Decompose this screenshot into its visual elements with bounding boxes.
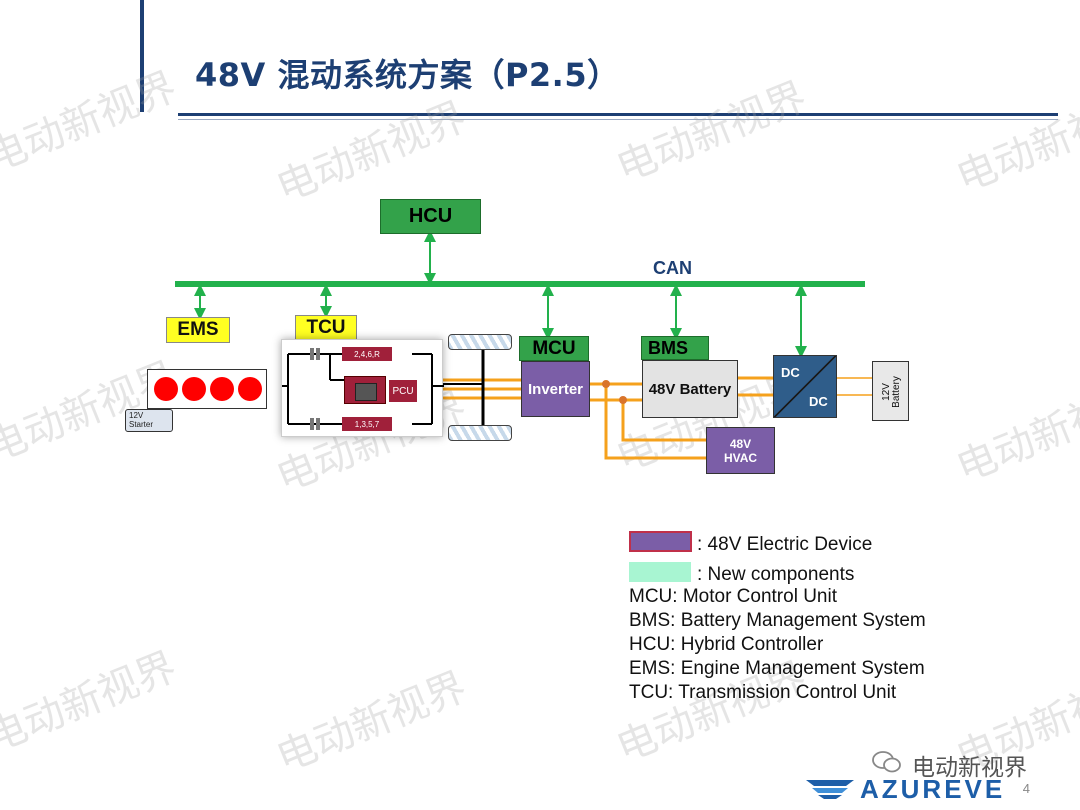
wechat-icon (872, 750, 902, 774)
ems-box: EMS (166, 317, 230, 343)
engine-block (147, 369, 267, 409)
hvac-label-line1: 48V (729, 436, 752, 451)
inverter-box: Inverter (521, 361, 590, 417)
legend-tcu: TCU: Transmission Control Unit (629, 682, 897, 703)
cylinder-icon (154, 377, 178, 401)
gear-set-even: 2,4,6,R (342, 347, 392, 361)
transmission-block: 2,4,6,R 1,3,5,7 PCU (281, 339, 444, 437)
starter-label-line1: 12V (129, 411, 144, 420)
junction-dot (602, 380, 610, 388)
legend-swatch-electric-device (629, 531, 692, 552)
battery-12v-label-line2: Battery (891, 376, 902, 408)
cylinder-icon (210, 377, 234, 401)
dcdc-converter-box: DC DC (773, 355, 837, 418)
inverter-label: Inverter (527, 380, 584, 398)
title-accent-bar (140, 0, 144, 112)
can-label: CAN (653, 258, 692, 278)
title-underline (178, 113, 1058, 116)
brand-name: AZUREVE (860, 774, 1006, 804)
pcu-chip-icon (344, 376, 386, 404)
pcu-label: PCU (389, 380, 417, 402)
bms-label: BMS (648, 337, 688, 358)
transmission-schematic (282, 348, 444, 430)
tcu-box: TCU (295, 315, 357, 340)
battery-12v-box: 12V Battery (872, 361, 909, 421)
battery-48v-label: 48V Battery (648, 380, 732, 398)
legend-ems: EMS: Engine Management System (629, 658, 925, 679)
legend-swatch-new-components (629, 562, 691, 582)
wechat-account-label: 电动新视界 (912, 755, 1027, 781)
legend-new-components: : New components (697, 564, 855, 585)
legend-hcu: HCU: Hybrid Controller (629, 634, 824, 655)
brand-logo-icon (806, 778, 854, 800)
wheel-icon (448, 425, 512, 441)
bms-box: BMS (641, 336, 709, 360)
junction-dot (619, 396, 627, 404)
hvac-label-line2: HVAC (723, 450, 758, 465)
hcu-box: HCU (380, 199, 481, 234)
legend-electric-device: : 48V Electric Device (697, 534, 873, 555)
mcu-label: MCU (532, 337, 576, 359)
battery-12v-label: 12V Battery (881, 364, 902, 420)
tcu-label: TCU (306, 316, 346, 338)
gear-set-odd: 1,3,5,7 (342, 417, 392, 431)
mcu-box: MCU (519, 336, 589, 361)
cylinder-icon (182, 377, 206, 401)
hcu-label: HCU (408, 205, 453, 227)
dcdc-label-top: DC (781, 365, 800, 380)
hvac-box: 48V HVAC (706, 427, 775, 474)
can-bus-line (175, 281, 865, 287)
chip-core-icon (355, 383, 377, 401)
starter-box: 12V Starter (125, 409, 173, 432)
legend-mcu: MCU: Motor Control Unit (629, 586, 837, 607)
battery-48v-box: 48V Battery (642, 360, 738, 418)
starter-label-line2: Starter (129, 420, 154, 429)
wheel-icon (448, 334, 512, 350)
title-underline-thin (178, 119, 1058, 120)
page-title: 48V 混动系统方案（P2.5） (195, 56, 620, 94)
ems-label: EMS (177, 319, 219, 340)
cylinder-icon (238, 377, 262, 401)
dcdc-label-bottom: DC (809, 394, 828, 409)
page-number: 4 (1022, 781, 1030, 796)
legend-bms: BMS: Battery Management System (629, 610, 926, 631)
